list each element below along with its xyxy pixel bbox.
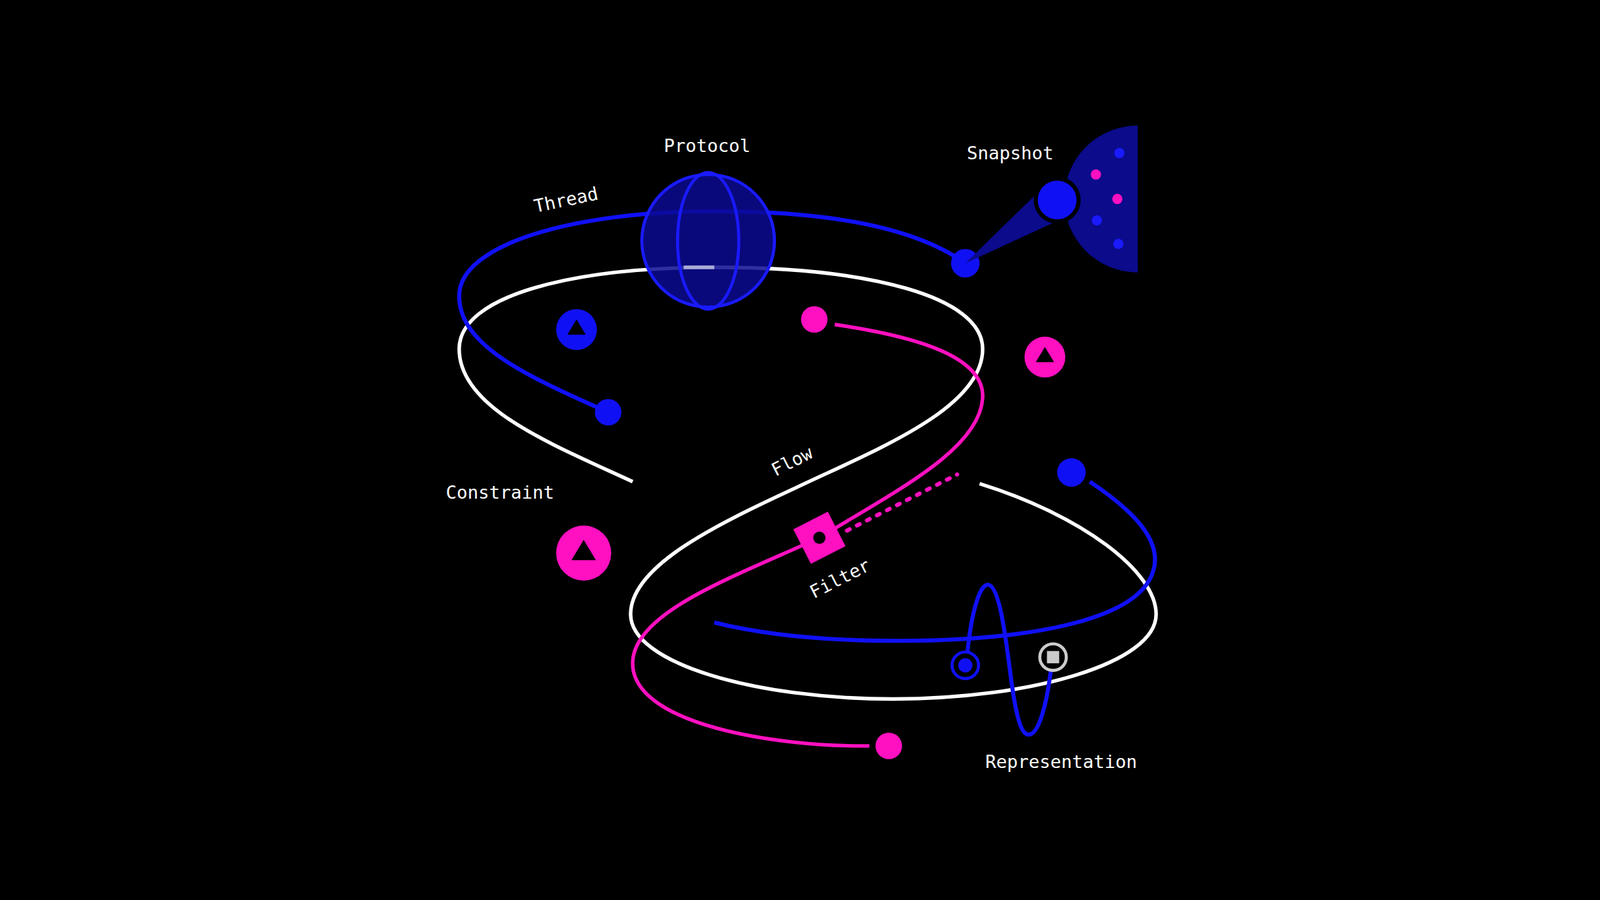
- blue-curve: [714, 481, 1155, 641]
- label: Flow: [764, 440, 819, 482]
- dotted-line: [846, 474, 957, 531]
- magenta-dot: [801, 306, 828, 333]
- representation-icons: [952, 644, 1066, 679]
- label: Representation: [982, 752, 1141, 774]
- label: Filter: [803, 552, 877, 604]
- flow-curve: [459, 267, 1156, 699]
- magenta-dot: [875, 732, 902, 760]
- label: Constraint: [442, 482, 558, 504]
- blue-dot: [594, 398, 622, 426]
- triangle-marker: [556, 309, 597, 350]
- label: Thread: [529, 182, 604, 218]
- triangle-marker: [1024, 336, 1066, 378]
- protocol-sphere: [642, 172, 775, 310]
- triangle-marker: [556, 525, 612, 581]
- magenta-curve: [632, 324, 983, 746]
- label: Snapshot: [963, 142, 1057, 164]
- label: Protocol: [660, 135, 754, 157]
- blue-dot: [1057, 458, 1086, 487]
- filter-square: [793, 512, 846, 564]
- representation-wave: [967, 584, 1052, 735]
